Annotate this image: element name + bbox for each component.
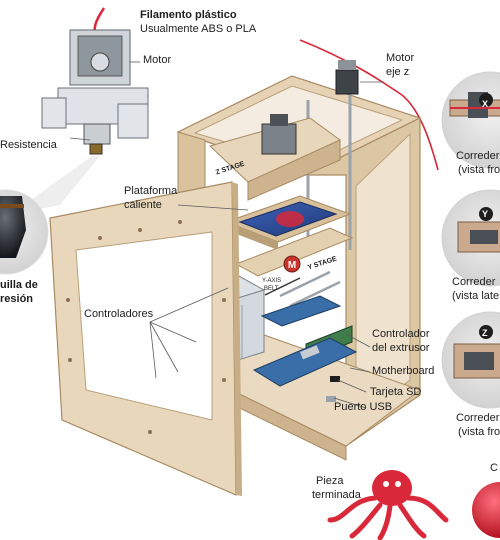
- finished-piece-label-line2: terminada: [312, 489, 361, 501]
- sd-card-label: Tarjeta SD: [370, 386, 422, 398]
- heated-platform-label-line1: Plataforma: [124, 185, 178, 197]
- motor-z-label-line2: eje z: [386, 66, 410, 78]
- resistance-label: Resistencia: [0, 139, 57, 151]
- rail-zoom-front-1: [441, 71, 500, 169]
- badge-x: X: [482, 99, 489, 109]
- filament-subtitle: Usualmente ABS o PLA: [140, 23, 257, 35]
- rail-front-1-label-line2: (vista fro: [458, 164, 500, 176]
- front-panel: [49, 181, 242, 496]
- rail-front-2-label-line2: (vista fro: [458, 426, 500, 438]
- extruder-assembly: [41, 29, 149, 155]
- rail-zoom-front-2: [441, 311, 500, 409]
- motherboard-label: Motherboard: [372, 365, 435, 377]
- right-edge-letter: C: [490, 462, 498, 474]
- heated-platform-label-line2: caliente: [124, 199, 162, 211]
- rail-side-label-line1: Correder: [452, 276, 496, 288]
- y-axis-belt-label-line1: Y-AXIS: [262, 278, 282, 284]
- nozzle-label-line2: resión: [0, 293, 34, 305]
- motor-z-label-line1: Motor: [386, 52, 415, 64]
- motor-label: Motor: [143, 54, 172, 66]
- filament-title: Filamento plástico: [140, 9, 237, 21]
- badge-z: Z: [482, 328, 488, 338]
- svg-text:M: M: [288, 260, 296, 271]
- y-stage: M: [234, 227, 354, 308]
- rail-front-1-label-line1: Correder: [456, 150, 500, 162]
- rail-side-label-line2: (vista late: [452, 290, 500, 302]
- extruder-controller-label-line1: Controlador: [372, 328, 430, 340]
- ball-print: [472, 482, 500, 538]
- rail-zoom-side: [441, 189, 500, 287]
- badge-y: Y: [482, 209, 489, 219]
- extruder-controller-label-line2: del extrusor: [372, 342, 430, 354]
- y-axis-belt-label-line2: BELT: [264, 286, 279, 292]
- nozzle-label-line1: uilla de: [0, 279, 38, 291]
- finished-piece-label-line1: Pieza: [316, 475, 344, 487]
- leader-lines: [69, 61, 384, 409]
- rail-front-2-label-line1: Correder: [456, 412, 500, 424]
- electronics: [252, 295, 358, 402]
- usb-port-label: Puerto USB: [334, 401, 393, 413]
- heated-platform: [224, 195, 352, 250]
- controllers-label: Controladores: [84, 308, 154, 320]
- filament-strand-to-z: [299, 39, 439, 171]
- octopus-print: [327, 470, 449, 540]
- nozzle-icon: [0, 196, 26, 258]
